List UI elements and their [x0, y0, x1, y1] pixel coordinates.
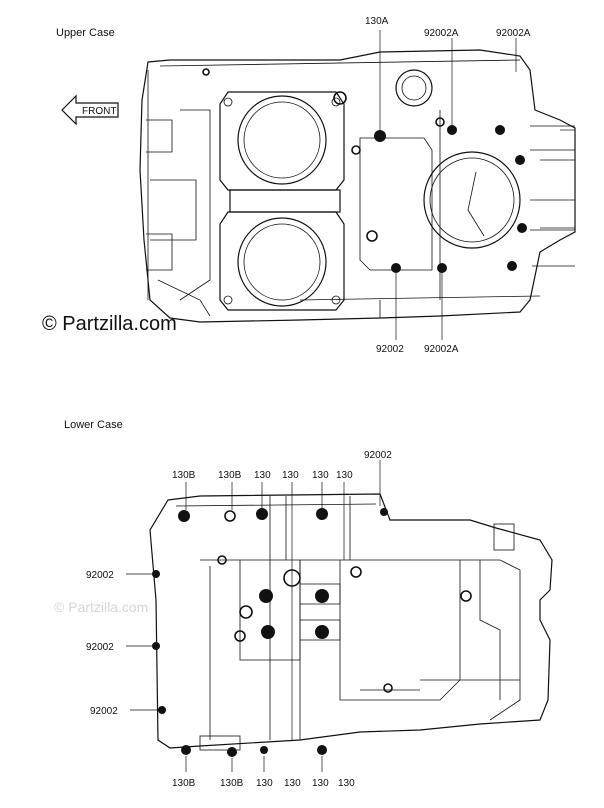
front-arrow-label: FRONT [82, 106, 116, 117]
bolt-92002-lower [391, 263, 401, 273]
callout-92002a-top-right: 92002A [496, 28, 531, 39]
bolt-right-2 [517, 223, 527, 233]
lower-case-outline [149, 493, 553, 751]
bolt-92002a-upper-right [495, 125, 505, 135]
label-top-92002: 92002 [364, 450, 392, 461]
bolt-130a [374, 130, 386, 142]
label-top-130-3: 130 [312, 470, 329, 481]
bolt-130-top-2 [316, 508, 328, 520]
label-bottom-130-1: 130 [256, 778, 273, 789]
lower-case-bolts [152, 508, 472, 757]
label-bottom-130-3: 130 [312, 778, 329, 789]
bolt-inner-3 [261, 625, 275, 639]
bolt-130-bottom-2 [317, 745, 327, 755]
lower-case-leaders [126, 460, 381, 772]
front-arrow: FRONT [61, 94, 119, 126]
upper-case-section: Upper Case FRONT [56, 16, 576, 355]
callout-92002a-top-left: 92002A [424, 28, 459, 39]
lower-case-section: Lower Case [64, 419, 553, 789]
bolt-130b-top-1 [178, 510, 190, 522]
bolt-92002a-upper-left [447, 125, 457, 135]
label-bottom-130b-1: 130B [172, 778, 196, 789]
label-side-92002-3: 92002 [90, 706, 118, 717]
label-bottom-130-4: 130 [338, 778, 355, 789]
upper-case-leaders [379, 30, 575, 340]
bolt-inner-1 [259, 589, 273, 603]
bolt-right-1 [515, 155, 525, 165]
callout-92002a-bottom: 92002A [424, 344, 459, 355]
label-bottom-130b-2: 130B [220, 778, 244, 789]
label-top-130-1: 130 [254, 470, 271, 481]
bolt-92002-top [380, 508, 388, 516]
bolt-130b-bottom-1 [181, 745, 191, 755]
label-side-92002-2: 92002 [86, 642, 114, 653]
bolt-92002-side-2 [152, 642, 160, 650]
watermark-main: © Partzilla.com [42, 313, 177, 335]
lower-case-title: Lower Case [64, 419, 123, 431]
upper-case-bolts [202, 68, 527, 273]
upper-case-outline [139, 49, 576, 323]
label-top-130-2: 130 [282, 470, 299, 481]
bolt-right-3 [507, 261, 517, 271]
bolt-130b-top-2 [224, 510, 236, 522]
filter-chamber [359, 69, 521, 271]
bolt-92002-side-1 [152, 570, 160, 578]
bolt-inner-4 [315, 625, 329, 639]
callout-130a: 130A [365, 16, 389, 27]
bolt-130b-bottom-2 [227, 747, 237, 757]
label-top-130b-2: 130B [218, 470, 242, 481]
cylinder-bores [219, 91, 345, 311]
label-top-130b-1: 130B [172, 470, 196, 481]
label-side-92002-1: 92002 [86, 570, 114, 581]
bolt-130-bottom-1 [260, 746, 268, 754]
bolt-130-top-1 [256, 508, 268, 520]
watermark-faint: © Partzilla.com [54, 599, 148, 615]
upper-case-title: Upper Case [56, 27, 115, 39]
bolt-92002a-lower [437, 263, 447, 273]
bolt-inner-2 [315, 589, 329, 603]
label-bottom-130-2: 130 [284, 778, 301, 789]
callout-92002-bottom: 92002 [376, 344, 404, 355]
label-top-130-4: 130 [336, 470, 353, 481]
bolt-92002-side-3 [158, 706, 166, 714]
